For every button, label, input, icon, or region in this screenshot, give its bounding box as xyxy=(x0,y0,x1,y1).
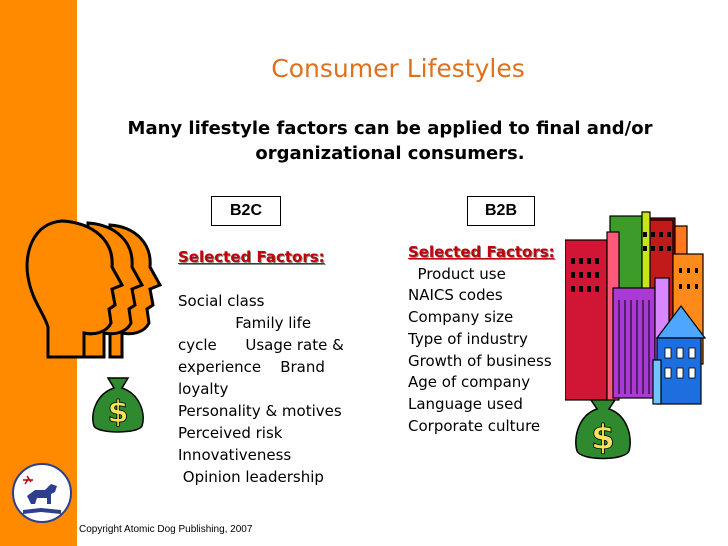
b2c-factor-item: cycle Usage rate & xyxy=(178,336,344,354)
b2b-factor-item: Age of company xyxy=(408,373,531,392)
b2b-factor-item: NAICS codes xyxy=(408,286,503,305)
subtitle-line-1: Many lifestyle factors can be applied to… xyxy=(127,118,653,139)
b2b-label: B2B xyxy=(467,196,535,226)
svg-text:$: $ xyxy=(108,395,129,430)
b2c-factor-item: experience Brand xyxy=(178,358,325,376)
b2c-factor-item: Personality & motives xyxy=(178,402,342,420)
b2c-label: B2C xyxy=(211,196,281,226)
b2c-factor-item: Opinion leadership xyxy=(178,468,324,486)
b2c-factors: Selected Factors: Social class Family li… xyxy=(178,246,368,488)
b2b-factor-item: Type of industry xyxy=(408,329,528,348)
b2c-factor-item: Social class xyxy=(178,292,265,310)
copyright-notice: Copyright Atomic Dog Publishing, 2007 xyxy=(79,524,253,535)
b2c-factor-item: Perceived risk xyxy=(178,424,283,442)
svg-text:$: $ xyxy=(591,418,615,458)
b2b-factor-item: Product use xyxy=(408,264,506,283)
money-bag-icon: $ xyxy=(575,396,631,460)
b2c-factor-item: Family life xyxy=(178,314,312,332)
slide-title: Consumer Lifestyles xyxy=(271,54,525,83)
b2b-factor-item: Growth of business xyxy=(408,351,552,370)
slide-subtitle: Many lifestyle factors can be applied to… xyxy=(110,116,670,166)
b2c-factors-heading: Selected Factors: xyxy=(178,248,325,266)
b2c-factor-item: Innovativeness xyxy=(178,446,292,464)
spacer xyxy=(178,268,368,290)
b2b-factors-heading: Selected Factors: xyxy=(408,243,555,261)
office-buildings-clipart xyxy=(565,211,707,405)
b2b-factors: Selected Factors: Product use NAICS code… xyxy=(408,242,578,437)
money-bag-icon: $ xyxy=(92,377,144,433)
b2b-factor-item: Company size xyxy=(408,308,514,327)
subtitle-line-2: organizational consumers. xyxy=(255,143,525,164)
b2b-factor-item: Language used xyxy=(408,394,523,413)
atomic-dog-logo-icon xyxy=(12,463,72,523)
b2b-factor-item: Corporate culture xyxy=(408,416,541,435)
human-heads-clipart xyxy=(25,219,163,359)
b2c-factor-item: loyalty xyxy=(178,380,229,398)
